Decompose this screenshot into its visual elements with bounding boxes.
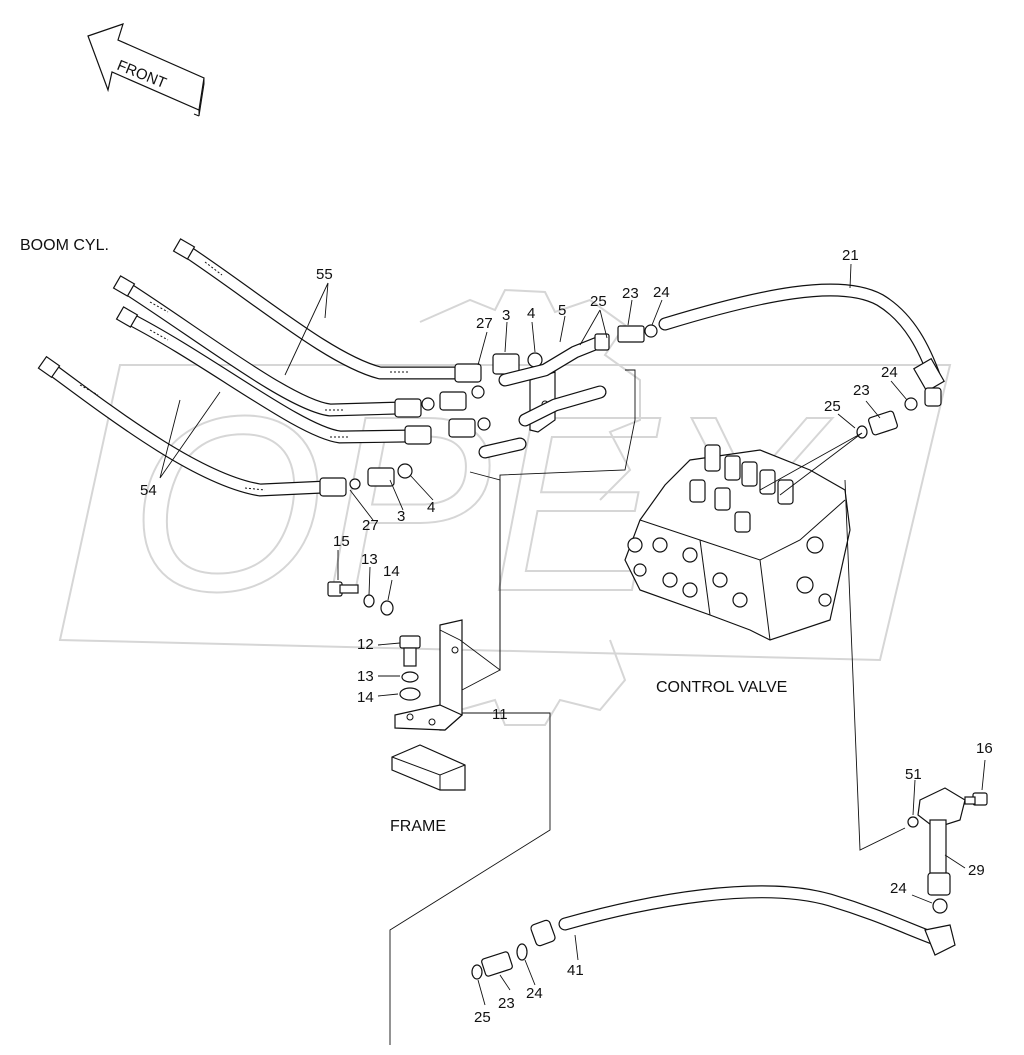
- bolts-washers: [327, 581, 421, 701]
- callout-15: 15: [333, 533, 350, 550]
- frame-plate: [391, 744, 466, 791]
- callout-29: 29: [968, 862, 985, 879]
- leader-lines: [159, 263, 986, 1045]
- callout-13: 13: [357, 668, 374, 685]
- callout-41: 41: [567, 962, 584, 979]
- callout-11: 11: [492, 706, 508, 723]
- callout-27: 27: [362, 517, 379, 534]
- pipe-29: [907, 787, 988, 914]
- hose-21: [594, 283, 945, 407]
- callout-23: 23: [853, 382, 870, 399]
- callout-27: 27: [476, 315, 493, 332]
- callout-16: 16: [976, 740, 993, 757]
- callout-24: 24: [881, 364, 898, 381]
- valve-fittings: [856, 397, 918, 439]
- callout-14: 14: [357, 689, 374, 706]
- front-arrow: FRONT: [87, 23, 205, 117]
- callout-24: 24: [890, 880, 907, 897]
- callout-24: 24: [526, 985, 543, 1002]
- callout-54: 54: [140, 482, 157, 499]
- callout-55: 55: [316, 266, 333, 283]
- hose-end-caps: [37, 238, 196, 379]
- boom-hose-2: [118, 280, 407, 417]
- callout-12: 12: [357, 636, 374, 653]
- callout-4: 4: [527, 305, 535, 322]
- boom-hose-1: [178, 243, 467, 380]
- callout-14: 14: [383, 563, 400, 580]
- callout-4: 4: [427, 499, 435, 516]
- mounting-bracket: [394, 619, 464, 731]
- control-valve-label: CONTROL VALVE: [656, 679, 787, 696]
- callout-23: 23: [622, 285, 639, 302]
- callout-23: 23: [498, 995, 515, 1012]
- boom-hose-4: [43, 361, 332, 497]
- frame-label: FRAME: [390, 818, 446, 835]
- callout-25: 25: [474, 1009, 491, 1026]
- callout-24: 24: [653, 284, 670, 301]
- callout-25: 25: [824, 398, 841, 415]
- elbow-tubes: [478, 335, 607, 459]
- callout-13: 13: [361, 551, 378, 568]
- lower-fittings: [471, 943, 528, 980]
- callout-3: 3: [397, 508, 405, 525]
- callout-21: 21: [842, 247, 859, 264]
- boom-hose-3: [121, 311, 417, 444]
- callout-5: 5: [558, 302, 566, 319]
- callout-3: 3: [502, 307, 510, 324]
- callout-numbers: 55 54 27 3 4 5 25 23 24 21 24 23 25 27 3…: [140, 247, 993, 1026]
- callout-51: 51: [905, 766, 922, 783]
- callout-25: 25: [590, 293, 607, 310]
- boom-cyl-label: BOOM CYL.: [20, 237, 109, 254]
- hose-41: [530, 885, 956, 956]
